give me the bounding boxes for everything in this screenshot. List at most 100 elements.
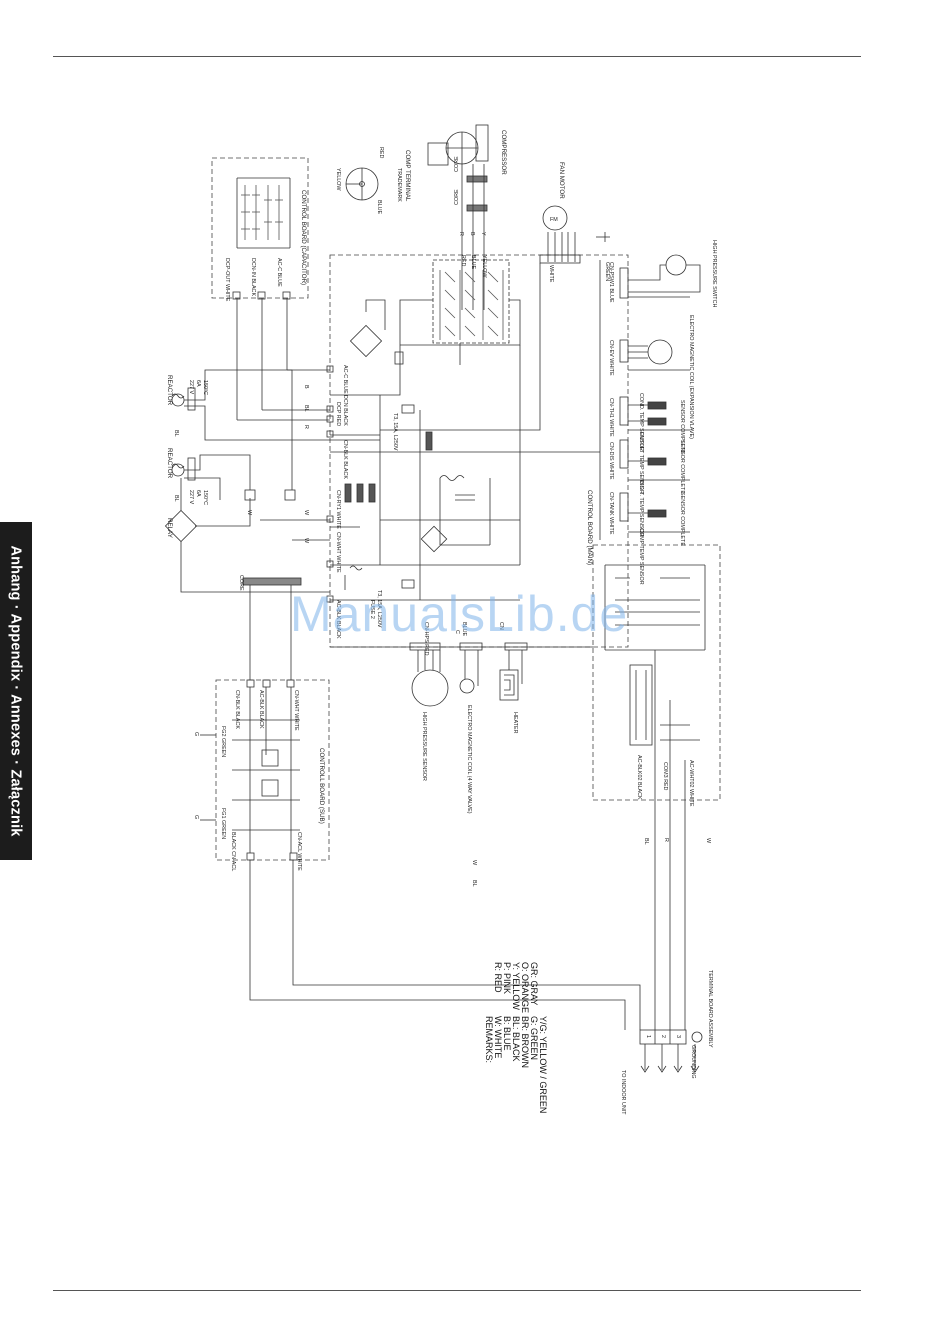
relay-label: RELAY xyxy=(166,518,173,538)
terminal-num-1: 1 xyxy=(645,1035,651,1038)
fuse-1-label: T3, 15A, L250V xyxy=(392,413,398,451)
aux-board-wiring xyxy=(604,564,706,1030)
comp-terminal-symbol xyxy=(345,167,379,201)
sub-conn-2: AC-BLK BLACK xyxy=(258,690,264,729)
fan-wire-label: WHITE xyxy=(548,265,554,283)
comp-terminal-label: COMP TERMINAL xyxy=(404,150,411,202)
remarks-legend: REMARKS: W: WHITE B: BLUE BL: BLACK BR: … xyxy=(484,962,548,1113)
reactor-1-temp: 150°C xyxy=(202,380,208,395)
four-way-valve-coil-symbol xyxy=(459,678,475,694)
capacitor-board-outline xyxy=(211,157,309,299)
compressor-core-2 xyxy=(466,204,488,212)
remark-r: R: RED xyxy=(493,962,503,993)
fan-motor-label: FAN MOTOR xyxy=(558,162,565,199)
motor-code-r: R xyxy=(458,232,464,236)
main-board-wiring xyxy=(236,260,601,680)
right-sensors xyxy=(619,254,701,533)
core-label-1: CORE xyxy=(454,156,460,172)
main-conn-cnry1: CN-RY1 WHITE xyxy=(335,490,341,529)
outlet-temp-sensor-label: OUTLET TEMP SENSOR xyxy=(638,432,644,494)
motor-wire-red: RED xyxy=(460,255,466,266)
core-bar xyxy=(242,577,302,586)
fuses-chokes xyxy=(344,404,491,589)
sensor-complete-1: SENSOR COMPLETE xyxy=(679,400,685,454)
bottom-conn-c: C xyxy=(454,630,460,634)
terminal-blue: BLUE xyxy=(376,200,382,214)
lower-feed-wires xyxy=(249,860,641,1030)
expansion-valve-coil-symbol xyxy=(647,339,673,365)
terminal-board xyxy=(639,1029,703,1073)
main-conn-cnblk: CN-BLK BLACK xyxy=(342,440,348,479)
right-conn-th1: CN-TH1 WHITE xyxy=(608,398,614,437)
sub-ground-fg2: FG2 GREEN xyxy=(220,726,226,757)
right-conn-psw1: CN-PSW1 BLUE xyxy=(608,262,614,303)
lower-code-r: R xyxy=(663,838,669,842)
main-conn-acblk: AC-BLK BLACK xyxy=(335,600,341,639)
to-indoor-unit-label: TO INDOOR UNIT xyxy=(620,1070,626,1115)
bottom-conn-cn: CN xyxy=(498,622,504,630)
main-board-label: CONTROL BOARD (MAIN) xyxy=(586,490,593,565)
comp-temp-sensor-label: COMP TEMP SENSOR xyxy=(638,528,644,585)
sub-conn-4: BLACK CN-ACL xyxy=(230,832,236,871)
reactor-2-label: REACTOR xyxy=(166,448,173,479)
terminal-num-3: 3 xyxy=(675,1035,681,1038)
right-conn-tank: CN-TANK WHITE xyxy=(608,492,614,535)
main-conn-dcp: DCP RED xyxy=(335,402,341,426)
wire-code-6: W xyxy=(303,510,309,516)
ipm-module xyxy=(330,259,521,396)
remark-y: Y: YELLOW xyxy=(511,962,521,1010)
main-conn-cnhps: CN-HPS RED xyxy=(423,622,429,656)
reactor-2-temp: 150°C xyxy=(202,490,208,505)
relay xyxy=(164,478,330,593)
right-conn-ev: CN-EV WHITE xyxy=(608,340,614,376)
compressor-core-1 xyxy=(466,175,488,183)
main-conn-dcn: DCN BLACK xyxy=(342,395,348,426)
main-left-connectors xyxy=(326,365,334,603)
terminal-red: RED xyxy=(378,147,384,158)
bottom-conn-blue: BLUE xyxy=(461,622,467,636)
fuse-1 xyxy=(401,404,415,414)
main-board-outline xyxy=(329,254,629,648)
wire-code-1: B xyxy=(303,385,309,389)
terminal-assembly-label: TERMINAL BOARD ASSEMBLY xyxy=(707,970,713,1048)
remark-w: W: WHITE xyxy=(493,1016,503,1058)
appendix-side-tab: Anhang · Appendix · Annexes · Załącznik xyxy=(0,522,32,860)
lower-code-w2: W xyxy=(471,860,477,866)
reactor-1-amp: 6A xyxy=(195,380,201,387)
wire-code-2: BL xyxy=(303,405,309,412)
wire-code-4: BL xyxy=(173,430,179,437)
aux-board-outline xyxy=(592,544,721,801)
compressor-label: COMPRESSOR xyxy=(500,130,507,175)
wire-code-8: W xyxy=(303,538,309,544)
bottom-components xyxy=(409,642,528,707)
reactor-2-rating: 227 V xyxy=(188,490,194,504)
terminal-yellow: YELLOW xyxy=(335,168,341,191)
fuse-2 xyxy=(401,579,415,589)
fan-motor xyxy=(380,205,610,431)
dis-temp-sensor-label: DIS. T. TEMP SENSOR xyxy=(638,480,644,537)
motor-wire-blue: BLUE xyxy=(470,255,476,269)
wire-code-3: R xyxy=(303,425,309,429)
sub-conn-3: CN-WHT WHITE xyxy=(293,690,299,731)
sub-conn-1: CN-BLK BLACK xyxy=(234,690,240,729)
reactor-1-rating: 227 V xyxy=(188,380,194,394)
high-pressure-switch-symbol xyxy=(665,254,687,276)
lower-code-bl2: BL xyxy=(471,880,477,887)
remark-o: O: ORANGE xyxy=(520,962,530,1013)
remark-yg: Y/G: YELLOW / GREEN xyxy=(538,1016,548,1113)
sensor-complete-3: SENSOR COMPLETE xyxy=(679,492,685,546)
main-conn-acc: AC-C BLUE xyxy=(342,365,348,394)
bottom-rule xyxy=(53,1290,861,1291)
motor-wire-yellow: YELLOW xyxy=(481,255,487,278)
bridge-rectifier-1 xyxy=(349,299,404,365)
cap-conn-3: AC-C BLUE xyxy=(276,258,282,287)
fuse-2-rating: T3, 15A, L250V xyxy=(376,590,382,628)
remarks-title: REMARKS: xyxy=(484,1016,494,1063)
sub-g-2: G xyxy=(193,815,199,819)
fan-motor-symbol xyxy=(542,205,568,231)
core-left-label: CORE xyxy=(238,575,244,591)
high-pressure-sensor-label: HIGH PRESSURE SENSOR xyxy=(421,712,427,781)
wire-code-5: W xyxy=(246,510,252,516)
four-way-coil-label: ELECTRO MAGNETIC COIL (4 WAY VALVE) xyxy=(466,705,472,814)
terminal-num-2: 2 xyxy=(660,1035,666,1038)
